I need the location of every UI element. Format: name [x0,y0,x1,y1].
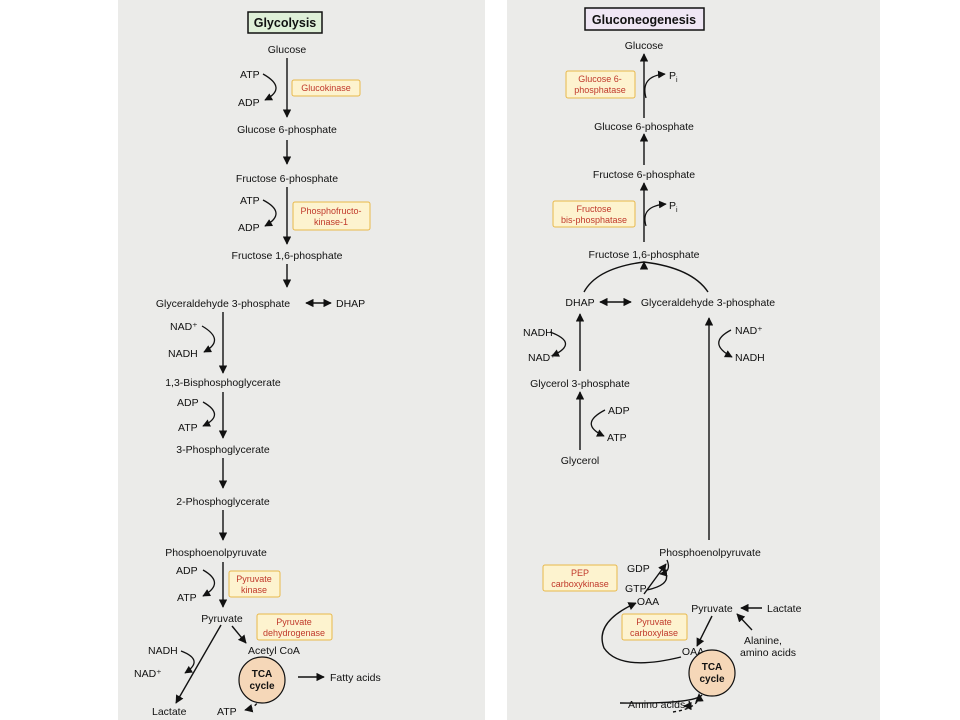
gng-alanine-1: Alanine, [744,635,782,647]
g6pase-label-2: phosphatase [574,85,626,95]
glc-cycle-label: cycle [249,681,274,692]
gng-oaa-1: OAA [637,596,659,608]
glycolysis-main-arrows [175,58,325,713]
glc-atp-2: ATP [240,195,260,207]
glc-glucose: Glucose [268,44,307,56]
glc-adp-2: ADP [238,222,260,234]
fbpase-box [552,200,636,228]
gng-adp: ADP [608,405,630,417]
glc-atp-4: ATP [177,592,197,604]
gluconeogenesis-title: Gluconeogenesis [592,13,696,27]
glc-glucose-6-phosphate: Glucose 6-phosphate [237,124,337,136]
glc-adp-3: ADP [177,397,199,409]
gng-nadh: NADH [523,327,553,339]
pfk-box [292,201,371,231]
pyruvate-carboxylase-label-2: carboxylase [630,628,678,638]
pyruvate-kinase-box [228,570,281,598]
pyruvate-kinase-label-1: Pyruvate [236,574,272,584]
glc-2-phosphoglycerate: 2-Phosphoglycerate [176,496,270,508]
pdh-label-2: dehydrogenase [263,628,325,638]
glc-phosphoenolpyruvate: Phosphoenolpyruvate [165,547,267,559]
pyruvate-carboxylase-box [621,613,688,641]
glc-tca-label: TCA [252,669,273,680]
gng-gtp: GTP [625,583,647,595]
glc-pyruvate: Pyruvate [201,613,243,625]
pdh-box [256,613,333,641]
glc-atp-3: ATP [178,422,198,434]
gluconeogenesis: Gluconeogenesis [523,7,802,713]
glycolysis: Glycolysis [134,11,381,718]
glucokinase-box [291,79,361,97]
pfk-label-2: kinase-1 [314,217,348,227]
gng-pi-1: Pi [669,70,678,84]
gng-glucose: Glucose [625,40,664,52]
gng-phosphoenolpyruvate: Phosphoenolpyruvate [659,547,761,559]
glc-nad-2: NAD⁺ [134,668,162,680]
glc-fructose-1-6-phosphate: Fructose 1,6-phosphate [232,250,343,262]
gng-atp: ATP [607,432,627,444]
gng-glucose-6-phosphate: Glucose 6-phosphate [594,121,694,133]
glc-atp-1: ATP [240,69,260,81]
gng-pi-2: Pi [669,200,678,214]
glc-fatty-acids: Fatty acids [330,672,381,684]
pfk-label-1: Phosphofructo- [300,206,361,216]
g6pase-label-1: Glucose 6- [578,74,622,84]
glc-acetyl-coa: Acetyl CoA [248,645,300,657]
gluconeogenesis-panel [507,0,880,720]
gng-nad: NAD⁺ [528,352,556,364]
glucokinase-label: Glucokinase [301,83,351,93]
glc-adp-4: ADP [176,565,198,577]
pepck-label-2: carboxykinase [551,579,609,589]
pyruvate-kinase-label-2: kinase [241,585,267,595]
gng-aldolase-merge [583,261,709,293]
g6pase-box [565,70,636,99]
gng-glycerol-3-phosphate: Glycerol 3-phosphate [530,378,630,390]
glc-fructose-6-phosphate: Fructose 6-phosphate [236,173,338,185]
glc-tca-cycle-circle [238,656,286,704]
glc-3-phosphoglycerate: 3-Phosphoglycerate [176,444,270,456]
glc-adp-1: ADP [238,97,260,109]
glc-glyceraldehyde-3-phosphate: Glyceraldehyde 3-phosphate [156,298,290,310]
gng-tca-cycle-circle [688,649,736,697]
gng-fructose-6-phosphate: Fructose 6-phosphate [593,169,695,181]
glycolysis-title-box [247,11,323,34]
gng-main-arrows [575,53,762,713]
pepck-label-1: PEP [571,568,589,578]
gng-cofactor-curves [549,70,733,591]
glycolysis-panel [118,0,485,720]
pdh-label-1: Pyruvate [276,617,312,627]
gng-cycle-label: cycle [699,674,724,685]
gng-nadh-right: NADH [735,352,765,364]
gng-glyceraldehyde-3-phosphate: Glyceraldehyde 3-phosphate [641,297,775,309]
pyruvate-carboxylase-label-1: Pyruvate [636,617,672,627]
gluconeogenesis-title-box [584,7,705,31]
glc-nadh-2: NADH [148,645,178,657]
glc-atp-5: ATP [217,706,237,718]
glc-nad: NAD⁺ [170,321,198,333]
gng-tca-label: TCA [702,662,723,673]
fbpase-label-1: Fructose [576,204,611,214]
glc-nadh: NADH [168,348,198,360]
gng-pyruvate: Pyruvate [691,603,733,615]
pepck-box [542,564,618,592]
glc-dhap: DHAP [336,298,365,310]
fbpase-label-2: bis-phosphatase [561,215,627,225]
gng-amino-acids: Amino acids [628,699,685,711]
glycolysis-cofactor-curves [180,73,277,674]
gng-glycerol: Glycerol [561,455,600,467]
gng-gdp: GDP [627,563,650,575]
gng-fructose-1-6-phosphate: Fructose 1,6-phosphate [589,249,700,261]
glc-1-3-bisphosphoglycerate: 1,3-Bisphosphoglycerate [165,377,281,389]
glc-lactate: Lactate [152,706,187,718]
gng-lactate: Lactate [767,603,802,615]
glycolysis-title: Glycolysis [254,16,317,30]
gng-alanine-2: amino acids [740,647,796,659]
gng-nad-right: NAD⁺ [735,325,763,337]
gng-dhap: DHAP [565,297,594,309]
